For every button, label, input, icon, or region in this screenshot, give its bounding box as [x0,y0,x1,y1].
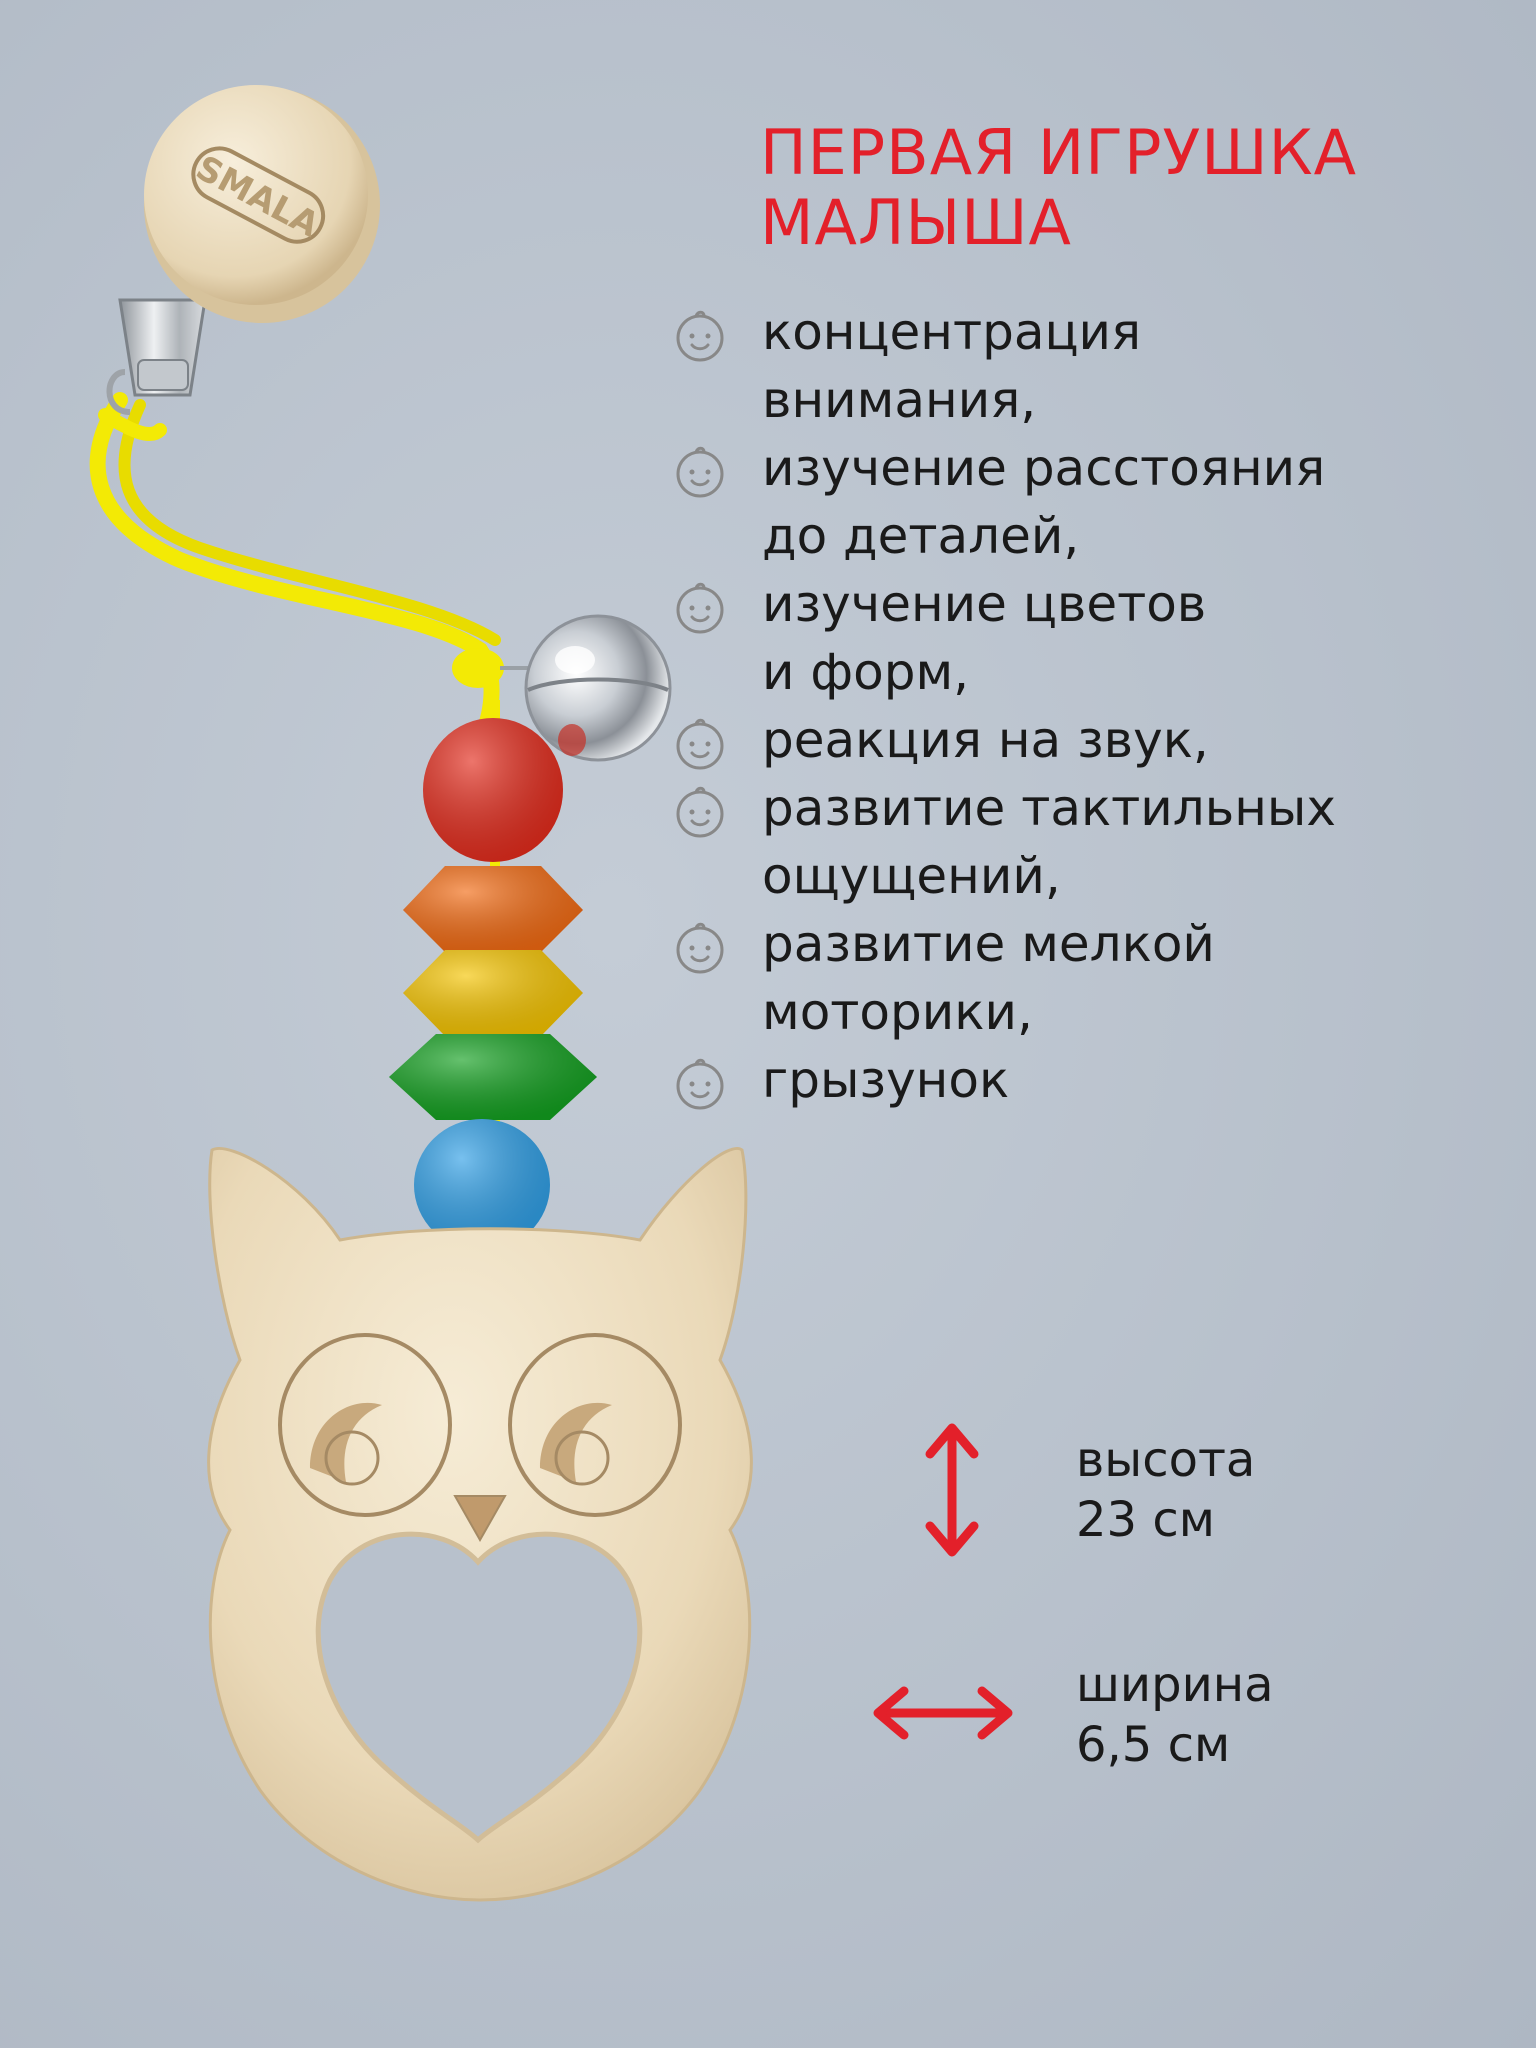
yellow-cord [89,392,504,748]
baby-face-icon [676,446,724,498]
list-item: изучение цветов и форм, [672,570,1532,706]
feature-text: изучение расстояния до деталей, [762,439,1326,565]
height-label: высота [1076,1432,1256,1488]
owl-right-eye [508,1333,682,1517]
width-value: 6,5 см [1076,1717,1231,1773]
feature-text: концентрация внимания, [762,303,1142,429]
height-spec: высота 23 см [900,1420,1380,1580]
height-value: 23 см [1076,1492,1215,1548]
owl-left-eye [278,1333,452,1517]
owl-beak [453,1495,507,1543]
list-item: развитие мелкой моторики, [672,910,1532,1046]
title-line-2: МАЛЫША [760,186,1072,259]
baby-face-icon [676,1058,724,1110]
baby-face-icon [676,310,724,362]
baby-face-icon [676,582,724,634]
baby-face-icon [676,786,724,838]
bead-stack [389,700,597,1251]
feature-text: развитие мелкой моторики, [762,915,1215,1041]
feature-text: изучение цветов и форм, [762,575,1207,701]
feature-list: концентрация внимания, изучение расстоян… [672,298,1532,1114]
horizontal-double-arrow-icon [873,1686,1013,1740]
feature-text: развитие тактильных ощущений, [762,779,1336,905]
width-label: ширина [1076,1657,1274,1713]
feature-text: грызунок [762,1051,1010,1109]
list-item: изучение расстояния до деталей, [672,434,1532,570]
list-item: развитие тактильных ощущений, [672,774,1532,910]
page-title: ПЕРВАЯ ИГРУШКА МАЛЫША [760,118,1520,258]
title-line-1: ПЕРВАЯ ИГРУШКА [760,116,1358,189]
heart-hole [315,1531,643,1844]
baby-face-icon [676,718,724,770]
list-item: реакция на звук, [672,706,1532,774]
feature-text: реакция на звук, [762,711,1209,769]
silver-bell [500,614,672,762]
owl-teether [207,1147,753,1902]
vertical-double-arrow-icon [925,1423,979,1557]
list-item: концентрация внимания, [672,298,1532,434]
width-spec: ширина 6,5 см [870,1645,1370,1805]
baby-face-icon [676,922,724,974]
wooden-clip-disc: SMALA [144,85,380,323]
metal-clip [106,298,207,415]
list-item: грызунок [672,1046,1532,1114]
